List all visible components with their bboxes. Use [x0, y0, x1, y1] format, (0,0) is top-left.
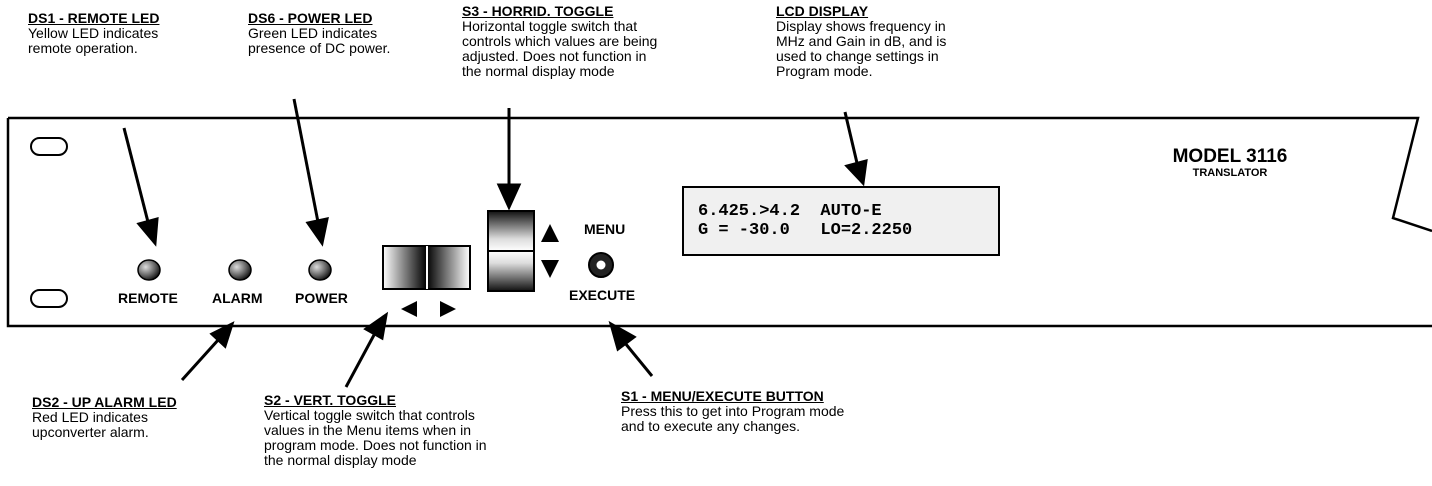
callout-ds1: DS1 - REMOTE LED Yellow LED indicates re…: [28, 11, 159, 56]
alarm-label: ALARM: [212, 290, 263, 306]
mounting-slot-bottom: [30, 289, 68, 308]
callout-s2: S2 - VERT. TOGGLE Vertical toggle switch…: [264, 393, 487, 468]
callout-ds1-desc: Yellow LED indicates remote operation.: [28, 25, 159, 56]
alarm-led: [228, 259, 252, 281]
power-label: POWER: [295, 290, 348, 306]
right-arrow-icon: [440, 301, 456, 317]
callout-lcd-desc: Display shows frequency in MHz and Gain …: [776, 18, 947, 79]
callout-s3-desc: Horizontal toggle switch that controls w…: [462, 18, 658, 79]
lcd-line-2: G = -30.0 LO=2.2250: [698, 221, 913, 240]
callout-ds6-title: DS6 - POWER LED: [248, 10, 373, 26]
up-arrow-icon: [541, 224, 559, 242]
callout-s1: S1 - MENU/EXECUTE BUTTON Press this to g…: [621, 389, 844, 434]
execute-label: EXECUTE: [569, 287, 636, 303]
callout-ds2: DS2 - UP ALARM LED Red LED indicates upc…: [32, 395, 177, 440]
menu-label: MENU: [584, 221, 626, 237]
callout-s1-desc: Press this to get into Program mode and …: [621, 403, 845, 434]
remote-label: REMOTE: [118, 290, 178, 306]
callout-ds6-desc: Green LED indicates presence of DC power…: [248, 25, 391, 56]
power-led: [308, 259, 332, 281]
callout-ds2-desc: Red LED indicates upconverter alarm.: [32, 409, 149, 440]
callout-s2-title: S2 - VERT. TOGGLE: [264, 392, 396, 408]
callout-s1-title: S1 - MENU/EXECUTE BUTTON: [621, 388, 824, 404]
lcd-display: 6.425.>4.2 AUTO-E G = -30.0 LO=2.2250: [682, 186, 1000, 256]
model-subtitle: TRANSLATOR: [1192, 167, 1268, 179]
remote-led: [137, 259, 161, 281]
model-title: MODEL 3116: [1172, 146, 1288, 167]
down-arrow-icon: [541, 260, 559, 278]
panel-outline: [8, 116, 1432, 233]
callout-lcd-title: LCD DISPLAY: [776, 3, 869, 19]
model-block: MODEL 3116 TRANSLATOR: [1130, 146, 1330, 180]
callout-ds2-title: DS2 - UP ALARM LED: [32, 394, 177, 410]
pointer-arrows: [122, 98, 868, 388]
lcd-line-1: 6.425.>4.2 AUTO-E: [698, 202, 882, 221]
callout-lcd: LCD DISPLAY Display shows frequency in M…: [776, 4, 946, 79]
callout-s2-desc: Vertical toggle switch that controls val…: [264, 407, 487, 468]
mounting-slot-top: [30, 137, 68, 156]
callout-ds6: DS6 - POWER LED Green LED indicates pres…: [248, 11, 390, 56]
callout-s3-title: S3 - HORRID. TOGGLE: [462, 3, 614, 19]
callout-ds1-title: DS1 - REMOTE LED: [28, 10, 160, 26]
left-arrow-icon: [401, 301, 417, 317]
callout-s3: S3 - HORRID. TOGGLE Horizontal toggle sw…: [462, 4, 657, 79]
